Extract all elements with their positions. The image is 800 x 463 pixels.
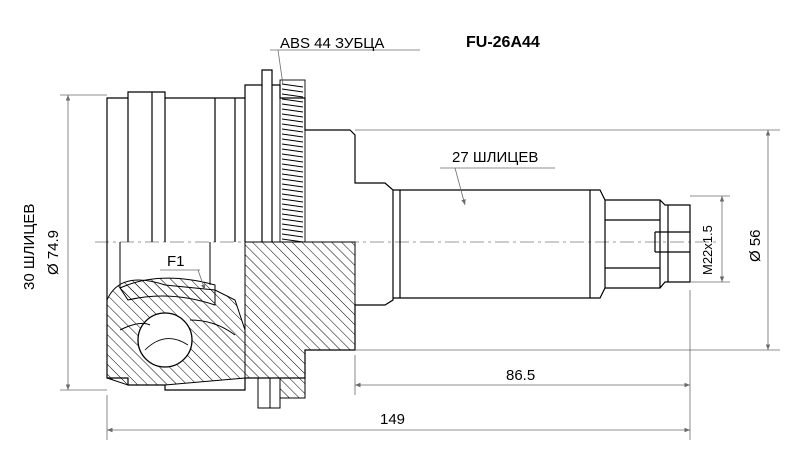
abs-tooth bbox=[281, 178, 304, 183]
abs-tooth bbox=[281, 213, 304, 218]
abs-tooth bbox=[281, 218, 304, 223]
abs-tooth bbox=[281, 108, 304, 113]
abs-tooth bbox=[281, 83, 304, 88]
outer-diameter-label: Ø 74.9 bbox=[45, 229, 62, 275]
inner-spline-label: 27 ШЛИЦЕВ bbox=[452, 149, 539, 166]
outer-spline-label: 30 ШЛИЦЕВ bbox=[21, 203, 38, 290]
abs-tooth bbox=[281, 173, 304, 178]
abs-ring bbox=[279, 79, 306, 243]
abs-tooth bbox=[281, 153, 304, 158]
seal-diameter-label: Ø 56 bbox=[747, 229, 764, 262]
f1-label: F1 bbox=[167, 253, 185, 270]
thread-label: M22x1.5 bbox=[700, 225, 715, 275]
part-number: FU-26A44 bbox=[466, 34, 540, 51]
abs-tooth bbox=[281, 183, 304, 188]
abs-tooth bbox=[281, 188, 304, 193]
abs-tooth bbox=[281, 233, 304, 238]
total-length-dim: 149 bbox=[380, 411, 406, 428]
abs-tooth bbox=[281, 128, 304, 133]
abs-tooth bbox=[281, 198, 304, 203]
abs-tooth bbox=[281, 113, 304, 118]
abs-tooth bbox=[281, 158, 304, 163]
dimension-lines bbox=[60, 49, 780, 440]
bracket bbox=[257, 377, 306, 409]
abs-tooth bbox=[281, 208, 304, 213]
abs-tooth bbox=[281, 138, 304, 143]
abs-tooth bbox=[281, 123, 304, 128]
shaft bbox=[393, 189, 691, 299]
abs-tooth bbox=[281, 163, 304, 168]
abs-tooth bbox=[281, 148, 304, 153]
abs-tooth bbox=[281, 98, 304, 103]
ball bbox=[137, 312, 193, 368]
abs-tooth bbox=[281, 193, 304, 198]
abs-tooth bbox=[281, 118, 304, 123]
outer-housing bbox=[106, 69, 394, 391]
abs-tooth bbox=[281, 228, 304, 233]
abs-tooth bbox=[281, 203, 304, 208]
abs-tooth bbox=[281, 93, 304, 98]
cage-lines bbox=[119, 242, 236, 336]
abs-label: ABS 44 ЗУБЦА bbox=[280, 35, 385, 52]
shaft-length-dim: 86.5 bbox=[506, 367, 536, 384]
abs-tooth bbox=[281, 143, 304, 148]
abs-tooth bbox=[281, 103, 304, 108]
abs-tooth bbox=[281, 168, 304, 173]
abs-tooth bbox=[281, 133, 304, 138]
abs-tooth bbox=[281, 88, 304, 93]
section-hatch bbox=[106, 241, 356, 386]
abs-tooth bbox=[281, 223, 304, 228]
